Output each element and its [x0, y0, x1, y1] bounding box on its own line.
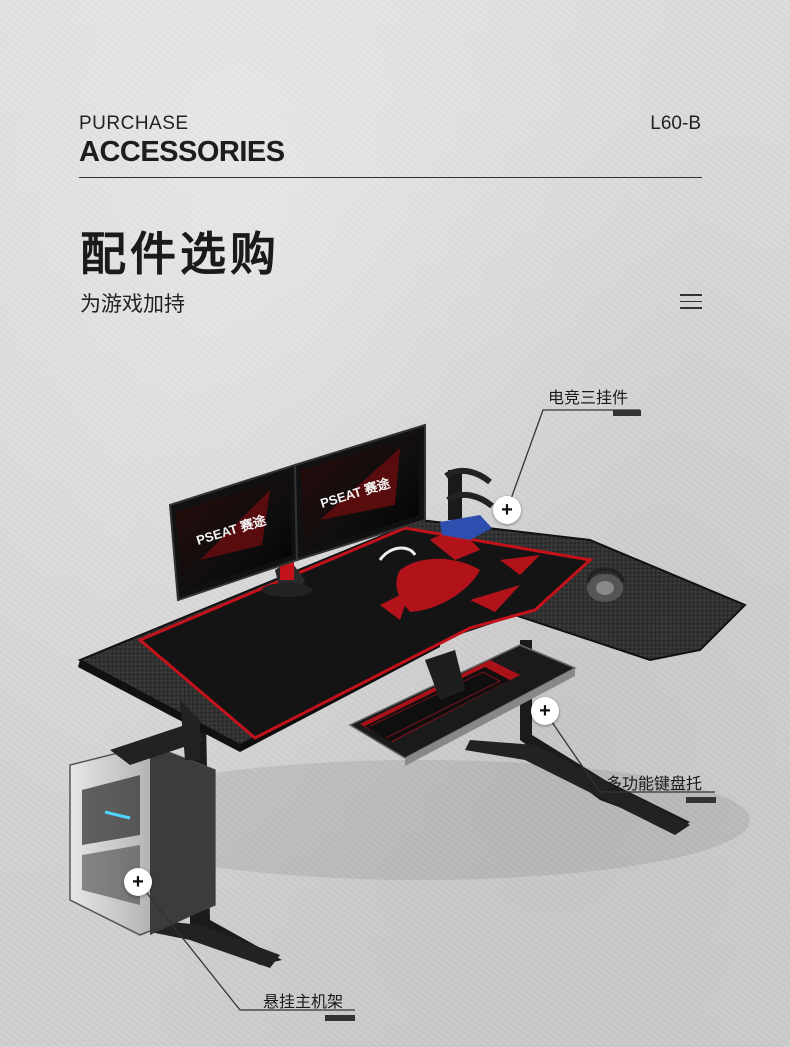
header-title: ACCESSORIES: [79, 136, 285, 168]
pc-case: [69, 725, 216, 936]
callout-bar: [325, 1015, 355, 1021]
section-title: 配件选购: [80, 227, 280, 281]
callout-label-pc-holder: 悬挂主机架: [263, 992, 344, 1011]
header-subtitle: PURCHASE: [79, 113, 189, 134]
callout-label-hanger: 电竞三挂件: [548, 388, 629, 407]
gaming-hanger: [440, 467, 494, 540]
callout-label-keyboard-tray: 多功能键盘托: [606, 774, 703, 793]
monitor-left: [168, 463, 299, 602]
scorpion-graphic: [380, 534, 540, 620]
plus-icon[interactable]: +: [124, 868, 152, 896]
callout-bar: [686, 797, 716, 803]
keyboard-tray: [348, 644, 577, 766]
model-number: L60-B: [650, 113, 701, 134]
mouse-pad: [137, 526, 594, 740]
callout-bar: [613, 410, 641, 416]
headphones: [586, 567, 625, 602]
section-subtitle: 为游戏加持: [80, 292, 185, 316]
plus-icon[interactable]: +: [531, 697, 559, 725]
menu-icon[interactable]: [680, 294, 702, 310]
monitor-right: [293, 423, 426, 562]
header-divider: [79, 177, 702, 178]
plus-icon[interactable]: +: [493, 496, 521, 524]
